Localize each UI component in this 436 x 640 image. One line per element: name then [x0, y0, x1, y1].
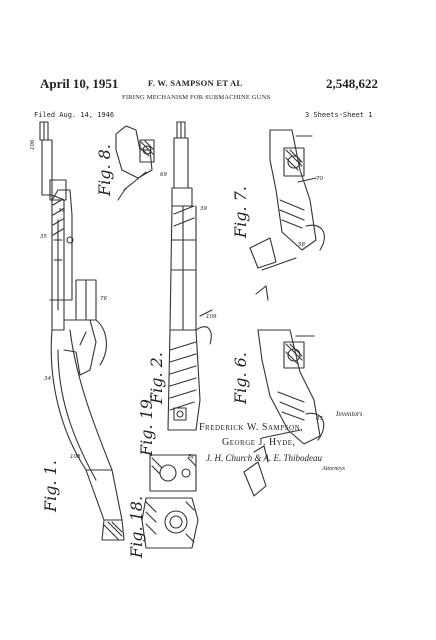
figure-1-drawing — [39, 121, 125, 541]
patent-title: FIRING MECHANISM FOR SUBMACHINE GUNS — [122, 94, 271, 101]
figure-7-drawing — [249, 129, 325, 301]
ref-numeral: 109 — [206, 314, 217, 320]
fig-1-label: Fig. 1. — [41, 460, 60, 513]
ref-numeral: 39 — [200, 206, 207, 212]
ref-numeral: 108 — [70, 454, 81, 460]
figure-6-drawing — [243, 329, 325, 497]
fig-7-label: Fig. 7. — [231, 186, 250, 239]
ref-numeral: 76 — [100, 296, 107, 302]
fig-8-label: Fig. 8. — [95, 144, 114, 197]
ref-numeral: 85 — [316, 416, 323, 422]
figure-2-drawing — [167, 121, 213, 431]
fig-6-label: Fig. 6. — [231, 352, 250, 405]
filing-date: Filed Aug. 14, 1946 — [34, 111, 115, 119]
inventor-name-2: George J. Hyde, — [222, 437, 296, 448]
inventors-caption: Inventors — [336, 410, 363, 418]
fig-19-label: Fig. 19. — [137, 394, 156, 457]
attorneys-caption: Attorneys — [322, 466, 345, 472]
ref-numeral: 34 — [44, 376, 51, 382]
attorney-signature: J. H. Church & A. E. Thibodeau — [206, 453, 322, 463]
ref-numeral: 69 — [160, 172, 167, 178]
by-label: By — [188, 454, 195, 460]
patent-date: April 10, 1951 — [40, 76, 119, 91]
sheet-count: 3 Sheets-Sheet 1 — [305, 111, 373, 119]
patent-number: 2,548,622 — [326, 76, 378, 91]
inventor-name-1: Frederick W. Sampson, — [199, 422, 304, 433]
fig-18-label: Fig. 18. — [127, 496, 146, 559]
figure-8-drawing — [115, 125, 155, 201]
inventor-header: F. W. SAMPSON ET AL — [148, 78, 243, 88]
figure-18-drawing — [141, 497, 199, 549]
ref-numeral: 58 — [298, 242, 305, 248]
ref-numeral: 70 — [316, 176, 323, 182]
fig-2-label: Fig. 2. — [147, 352, 166, 405]
figure-19-drawing — [149, 454, 197, 492]
ref-numeral: 35 — [40, 234, 47, 240]
ref-numeral: 39 — [58, 208, 65, 214]
ref-numeral: 106 — [30, 139, 36, 150]
